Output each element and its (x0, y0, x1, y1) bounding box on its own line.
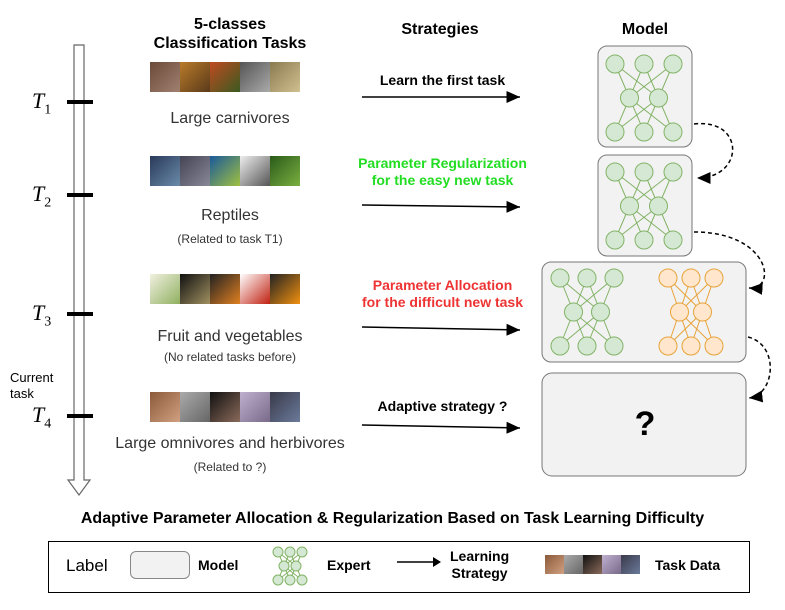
expert-node (704, 268, 724, 288)
expert-node (658, 336, 678, 356)
expert-network-3-green (550, 268, 624, 356)
expert-network-3-orange (658, 268, 724, 356)
timeline-tick-1 (67, 100, 93, 104)
expert-node (278, 560, 290, 572)
model-connector-2 (693, 231, 766, 295)
unknown-model-mark: ? (634, 405, 656, 443)
strategy-arrow-3 (361, 323, 521, 336)
current-task-label: Current task (10, 370, 54, 401)
expert-node (604, 268, 624, 288)
task-label-t1: T1 (32, 88, 52, 118)
task-images-3 (150, 274, 300, 304)
expert-node (658, 268, 678, 288)
model-box-3 (541, 261, 747, 363)
strategy-arrow-4 (361, 421, 521, 434)
expert-node (620, 196, 639, 216)
legend-expert-icon (272, 546, 308, 586)
expert-node (591, 302, 610, 322)
strategy-3: Parameter Allocation for the difficult n… (361, 277, 523, 310)
timeline-arrow (66, 44, 92, 497)
task-label-t3: T3 (32, 300, 52, 330)
expert-node (577, 336, 597, 356)
model-connector-3 (747, 336, 771, 403)
expert-node (272, 546, 284, 558)
legend-expert-text: Expert (327, 557, 371, 573)
expert-node (290, 560, 302, 572)
expert-node (272, 574, 284, 586)
task-note-2: (Related to task T1) (177, 232, 283, 246)
expert-node (634, 54, 654, 74)
strategy-arrow-2 (361, 200, 521, 213)
expert-node (296, 574, 308, 586)
task-note-4: (Related to ?) (193, 460, 267, 474)
expert-node (605, 162, 625, 182)
task-name-1: Large carnivores (170, 110, 290, 127)
expert-node (634, 162, 654, 182)
expert-node (605, 122, 625, 142)
expert-node (649, 88, 668, 108)
expert-node (663, 162, 683, 182)
tasks-header: 5-classes Classification Tasks (153, 16, 307, 52)
expert-node (605, 54, 625, 74)
legend-box (48, 541, 750, 593)
expert-network-1 (605, 54, 683, 142)
task-images-1 (150, 62, 300, 92)
expert-node (704, 336, 724, 356)
expert-node (296, 546, 308, 558)
legend-model-text: Model (198, 557, 239, 573)
task-name-4: Large omnivores and herbivores (115, 435, 345, 452)
expert-node (605, 230, 625, 250)
strategy-4: Adaptive strategy ? (377, 398, 508, 414)
strategies-header: Strategies (401, 21, 479, 38)
expert-node (577, 268, 597, 288)
timeline-tick-2 (67, 193, 93, 197)
legend-task-data-images (545, 555, 640, 574)
expert-node (284, 574, 296, 586)
model-box-4 (541, 372, 747, 477)
expert-node (663, 54, 683, 74)
task-note-3: (No related tasks before) (163, 350, 297, 364)
model-header: Model (621, 21, 669, 38)
figure-title: Adaptive Parameter Allocation & Regulari… (80, 510, 705, 527)
legend-model-swatch (130, 551, 190, 579)
expert-network-2 (605, 162, 683, 250)
expert-node (564, 302, 583, 322)
strategy-2: Parameter Regularization for the easy ne… (358, 155, 527, 188)
task-images-4 (150, 392, 300, 422)
expert-node (620, 88, 639, 108)
expert-node (649, 196, 668, 216)
task-name-3: Fruit and vegetables (157, 328, 303, 345)
task-label-t4: T4 (32, 402, 52, 432)
strategy-1: Learn the first task (379, 72, 506, 88)
expert-node (634, 122, 654, 142)
model-connector-1 (693, 122, 734, 184)
expert-node (663, 122, 683, 142)
expert-node (604, 336, 624, 356)
legend-expert-network (272, 546, 308, 586)
expert-node (663, 230, 683, 250)
timeline-tick-3 (67, 312, 93, 316)
expert-node (681, 268, 701, 288)
task-name-2: Reptiles (201, 207, 259, 224)
expert-node (693, 302, 712, 322)
expert-node (670, 302, 689, 322)
legend-label: Label (66, 556, 108, 575)
diagram-canvas (361, 45, 771, 477)
task-images-2 (150, 156, 300, 186)
expert-node (550, 336, 570, 356)
legend-strategy-text: Learning Strategy (450, 548, 510, 581)
task-label-t2: T2 (32, 181, 52, 211)
expert-node (284, 546, 296, 558)
expert-node (634, 230, 654, 250)
timeline-tick-4 (67, 414, 93, 418)
legend-task-data-text: Task Data (655, 557, 721, 573)
expert-node (550, 268, 570, 288)
expert-node (681, 336, 701, 356)
legend-arrow-icon (397, 557, 441, 567)
